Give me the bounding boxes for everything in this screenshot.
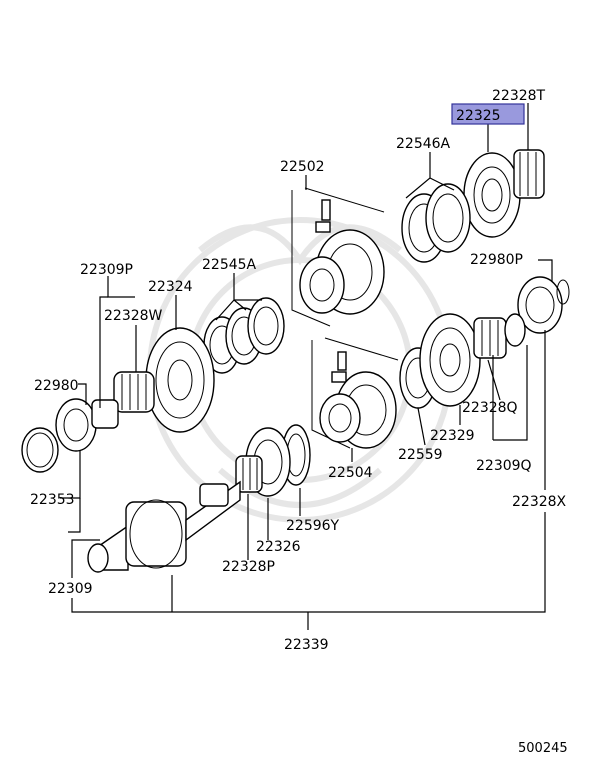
rings-22545A-drawing [203,297,285,374]
sync-hub-22502-drawing [291,187,385,327]
collar-22309Q-drawing [504,313,526,347]
main-shaft-22309-drawing [87,480,241,573]
sync-hub-22504-drawing [311,337,399,449]
label-22309P[interactable]: 22309P [80,262,133,278]
sync-rings-22546A-drawing [401,183,471,263]
label-22546A[interactable]: 22546A [396,136,451,152]
gear-22324-drawing [145,327,215,433]
label-22326[interactable]: 22326 [256,539,301,555]
label-22353[interactable]: 22353 [30,492,75,508]
label-22324[interactable]: 22324 [148,279,193,295]
gear-22329-drawing [419,313,481,407]
bearing-22980P-drawing [517,276,570,334]
snap-rings-22353-drawing [21,427,59,473]
label-22309[interactable]: 22309 [48,581,93,597]
label-22328T[interactable]: 22328T [492,88,546,104]
label-22504[interactable]: 22504 [328,465,373,481]
label-22980[interactable]: 22980 [34,378,79,394]
highlight-box [451,103,525,125]
bearing-22328T-drawing [513,149,545,199]
label-22980P[interactable]: 22980P [470,252,523,268]
label-22502[interactable]: 22502 [280,159,325,175]
label-22309Q[interactable]: 22309Q [476,458,532,474]
bearing-22980-drawing [55,398,119,452]
bearing-22328P-drawing [235,455,263,493]
label-22328W[interactable]: 22328W [104,308,163,324]
label-22329[interactable]: 22329 [430,428,475,444]
bearing-22328W-drawing [113,371,155,413]
label-22328X[interactable]: 22328X [512,494,567,510]
diagram-id: 500245 [518,741,568,756]
label-22559[interactable]: 22559 [398,447,443,463]
label-22545A[interactable]: 22545A [202,257,257,273]
label-22325[interactable]: 22325 [456,108,501,124]
label-22339[interactable]: 22339 [284,637,329,653]
label-22328P[interactable]: 22328P [222,559,275,575]
bearing-22328Q-drawing [473,317,507,359]
highlight-22325[interactable] [451,103,525,125]
leader-lines [60,103,553,630]
gear-22325-drawing [463,152,521,238]
label-22328Q[interactable]: 22328Q [462,400,518,416]
label-22596Y[interactable]: 22596Y [286,518,340,534]
